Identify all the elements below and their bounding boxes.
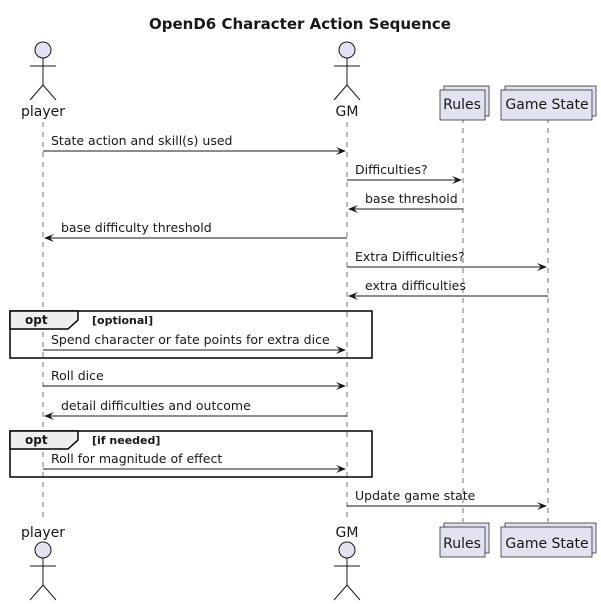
fragment-keyword: opt: [25, 313, 48, 327]
message-11: Update game state: [347, 488, 547, 510]
message-arrow-head: [336, 465, 346, 473]
message-label: extra difficulties: [365, 278, 466, 293]
participant-rules-bottom: Rules: [439, 522, 490, 558]
message-5: Extra Difficulties?: [347, 249, 547, 271]
fragment-keyword: opt: [25, 433, 48, 447]
actor-icon: [29, 41, 57, 101]
message-label: detail difficulties and outcome: [61, 398, 251, 413]
participant-label: Rules: [443, 536, 481, 552]
fragment-tab: [9, 310, 79, 330]
message-label: Update game state: [355, 488, 476, 503]
actor-icon: [333, 41, 361, 101]
message-label: Difficulties?: [355, 162, 428, 177]
fragment-guard: [optional]: [92, 314, 153, 327]
message-arrow-head: [44, 234, 54, 242]
collections-front-box: [500, 89, 593, 121]
message-6: extra difficulties: [348, 278, 548, 300]
message-label: base threshold: [365, 191, 458, 206]
message-label: Spend character or fate points for extra…: [51, 332, 330, 347]
participant-player-top: player: [21, 41, 65, 120]
opt-fragment-if-needed: opt [if needed]: [9, 430, 373, 478]
actor-icon: [29, 541, 57, 601]
message-3: base threshold: [348, 191, 463, 213]
actor-label: GM: [336, 104, 359, 120]
message-label: base difficulty threshold: [61, 220, 212, 235]
message-arrow-head: [348, 205, 358, 213]
fragment-frame: [9, 310, 373, 359]
message-label: Roll for magnitude of effect: [51, 451, 222, 466]
message-arrow-head: [452, 176, 462, 184]
message-arrow-head: [537, 502, 547, 510]
actor-label: player: [21, 104, 65, 120]
participant-game-state-bottom: Game State: [500, 522, 597, 558]
message-label: Extra Difficulties?: [355, 249, 465, 264]
message-9: detail difficulties and outcome: [44, 398, 347, 420]
collections-front-box: [500, 526, 593, 558]
diagram-title: OpenD6 Character Action Sequence: [149, 15, 451, 33]
message-arrow-head: [336, 147, 346, 155]
message-arrow-head: [537, 263, 547, 271]
message-8: Roll dice: [43, 368, 346, 390]
fragment-frame: [9, 430, 373, 478]
message-arrow-head: [336, 346, 346, 354]
message-1: State action and skill(s) used: [43, 133, 346, 155]
message-label: Roll dice: [51, 368, 104, 383]
message-4: base difficulty threshold: [44, 220, 347, 242]
collections-front-box: [439, 526, 486, 558]
message-7: Spend character or fate points for extra…: [43, 332, 346, 354]
message-2: Difficulties?: [347, 162, 462, 184]
message-10: Roll for magnitude of effect: [43, 451, 346, 473]
participant-rules-top: Rules: [439, 85, 490, 121]
message-arrow-head: [348, 292, 358, 300]
message-arrow-head: [44, 412, 54, 420]
message-label: State action and skill(s) used: [51, 133, 232, 148]
actor-icon: [333, 541, 361, 601]
fragment-tab: [9, 430, 79, 450]
opt-fragment-optional: opt [optional]: [9, 310, 373, 359]
message-arrow-head: [336, 382, 346, 390]
participant-label: Game State: [505, 97, 588, 113]
participant-game-state-top: Game State: [500, 85, 597, 121]
participant-gm-top: GM: [333, 41, 361, 120]
actor-label: GM: [336, 525, 359, 541]
participant-label: Rules: [443, 97, 481, 113]
participant-player-bottom: player: [21, 525, 65, 601]
actor-label: player: [21, 525, 65, 541]
fragment-guard: [if needed]: [92, 434, 160, 447]
participant-label: Game State: [505, 536, 588, 552]
participant-gm-bottom: GM: [333, 525, 361, 601]
messages: State action and skill(s) usedDifficulti…: [43, 133, 548, 510]
collections-front-box: [439, 89, 486, 121]
